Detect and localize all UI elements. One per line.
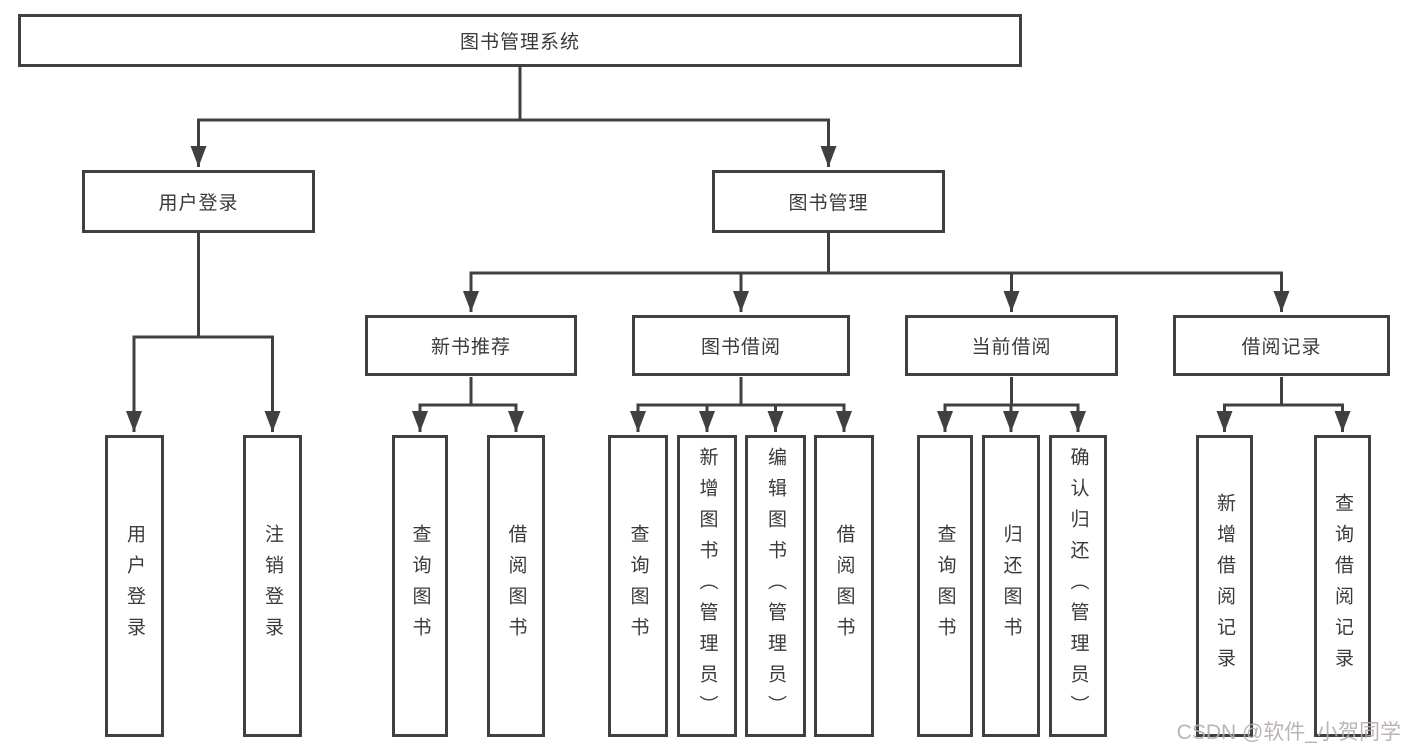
leaf-add-borrow-record: 新增借阅记录: [1196, 435, 1253, 737]
node-book-borrowing: 图书借阅: [632, 315, 850, 376]
leaf-query-borrow-record: 查询借阅记录: [1314, 435, 1371, 737]
leaf-edit-books-admin: 编辑图书（管理员）: [745, 435, 806, 737]
leaf-confirm-return-admin: 确认归还（管理员）: [1049, 435, 1107, 737]
node-label: 注销登录: [262, 524, 283, 648]
connector-trunk-book-borrow: [636, 377, 846, 407]
node-label: 新增借阅记录: [1214, 493, 1235, 679]
connector-trunk-borrow-rec: [1223, 377, 1344, 407]
node-book-management: 图书管理: [712, 170, 945, 233]
node-label: 图书借阅: [700, 337, 781, 358]
connector-trunk-new-book: [418, 377, 518, 407]
node-label: 查询图书: [627, 524, 649, 648]
node-label: 借阅图书: [833, 524, 855, 648]
node-label: 用户登录: [124, 524, 145, 648]
node-label: 确认归还（管理员）: [1067, 446, 1089, 726]
connector-trunk-cur-borrow: [943, 377, 1080, 407]
node-label: 查询借阅记录: [1332, 493, 1353, 679]
node-library-management-system: 图书管理系统: [18, 14, 1022, 67]
node-label: 图书管理系统: [459, 32, 580, 53]
node-label: 当前借阅: [971, 337, 1052, 358]
node-borrowing-records: 借阅记录: [1173, 315, 1390, 376]
csdn-watermark: CSDN @软件_小贺同学: [1176, 721, 1401, 744]
leaf-query-books: 查询图书: [608, 435, 668, 737]
leaf-query-books-current: 查询图书: [917, 435, 973, 737]
node-label: 新书推荐: [430, 337, 511, 358]
node-label: 用户登录: [158, 193, 239, 214]
leaf-user-login: 用户登录: [105, 435, 164, 737]
leaf-borrow-books: 借阅图书: [814, 435, 874, 737]
node-label: 归还图书: [1000, 524, 1022, 648]
node-label: 查询图书: [934, 524, 956, 648]
leaf-borrow-books-recommend: 借阅图书: [487, 435, 545, 737]
leaf-return-books: 归还图书: [982, 435, 1040, 737]
leaf-query-books-recommend: 查询图书: [392, 435, 448, 737]
node-label: 查询图书: [409, 524, 431, 648]
node-label: 编辑图书（管理员）: [765, 446, 786, 726]
node-label: 新增图书（管理员）: [696, 446, 718, 726]
node-label: 借阅图书: [505, 524, 527, 648]
node-label: 借阅记录: [1241, 337, 1322, 358]
node-label: 图书管理: [788, 193, 869, 214]
connector-trunk-book-mgmt: [469, 233, 1283, 275]
leaf-logout: 注销登录: [243, 435, 302, 737]
connector-trunk-root: [197, 67, 830, 122]
node-new-book-recommend: 新书推荐: [365, 315, 577, 376]
node-current-borrowing: 当前借阅: [905, 315, 1118, 376]
leaf-add-books-admin: 新增图书（管理员）: [677, 435, 737, 737]
connector-trunk-user-login: [132, 233, 274, 339]
node-user-login: 用户登录: [82, 170, 315, 233]
